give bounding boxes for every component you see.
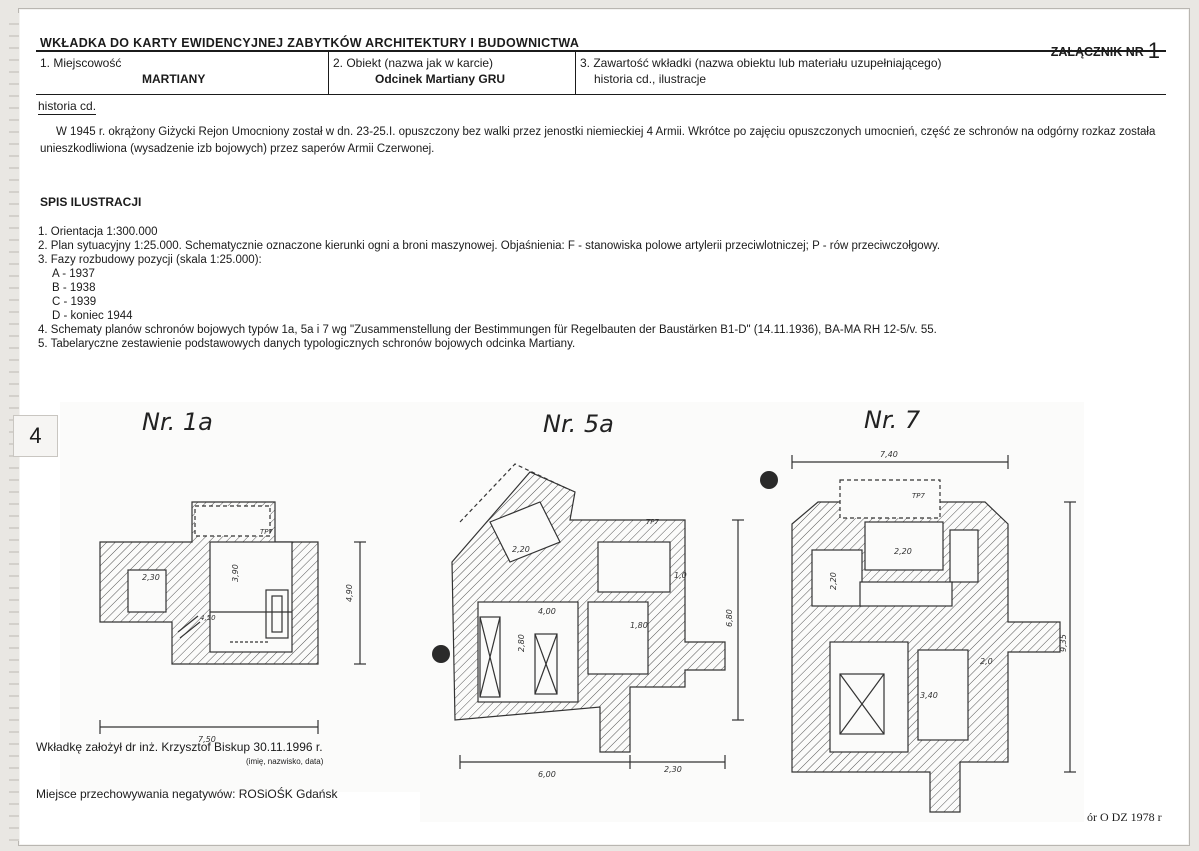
svg-text:TP7: TP7: [260, 528, 273, 536]
plan-5a-title: Nr. 5a: [543, 410, 614, 438]
svg-text:6,80: 6,80: [725, 609, 734, 627]
list-item: 2. Plan sytuacyjny 1:25.000. Schematyczn…: [38, 240, 941, 252]
illustrations-title: SPIS ILUSTRACJI: [40, 195, 142, 209]
svg-text:1,0: 1,0: [674, 571, 687, 580]
founder-note: (imię, nazwisko, data): [246, 757, 324, 766]
plan-1a-plate: Nr. 1a 7,50 4,90 2,30 3,90: [60, 402, 438, 792]
document-header: WKŁADKA DO KARTY EWIDENCYJNEJ ZABYTKÓW A…: [36, 28, 1166, 63]
svg-text:TP7: TP7: [912, 492, 925, 500]
list-item: 4. Schematy planów schronów bojowych typ…: [38, 324, 937, 336]
list-item: 3. Fazy rozbudowy pozycji (skala 1:25.00…: [38, 254, 262, 266]
svg-text:7,40: 7,40: [880, 450, 898, 459]
history-label: historia cd.: [38, 99, 97, 115]
punch-hole: [760, 471, 778, 489]
svg-text:2,30: 2,30: [664, 765, 682, 774]
svg-text:3,40: 3,40: [920, 691, 938, 700]
history-text: W 1945 r. okrążony Giżycki Rejon Umocnio…: [40, 126, 1156, 155]
svg-text:6,00: 6,00: [538, 770, 556, 779]
field-locality: 1. Miejscowość MARTIANY: [36, 52, 329, 94]
svg-text:4,90: 4,90: [345, 584, 354, 602]
list-item: A - 1937: [52, 268, 95, 280]
list-item: 5. Tabelaryczne zestawienie podstawowych…: [38, 338, 576, 350]
list-item: 1. Orientacja 1:300.000: [38, 226, 158, 238]
svg-text:2,80: 2,80: [517, 634, 526, 652]
punch-hole: [432, 645, 450, 663]
illustrations-list: 1. Orientacja 1:300.000 2. Plan sytuacyj…: [38, 225, 1148, 351]
plan-5a-7-plate: Nr. 5a Nr. 7: [420, 402, 1084, 822]
svg-text:2,30: 2,30: [142, 573, 160, 582]
svg-text:TP7: TP7: [646, 518, 659, 526]
plan-1a-drawing: 7,50 4,90 2,30 3,90 4,50 TP7: [99, 501, 366, 744]
svg-text:4,00: 4,00: [538, 607, 556, 616]
field-content: 3. Zawartość wkładki (nazwa obiektu lub …: [580, 56, 942, 86]
negatives-location: Miejsce przechowywania negatywów: ROSiOŚ…: [36, 787, 338, 801]
svg-text:1,80: 1,80: [630, 621, 648, 630]
svg-text:2,20: 2,20: [829, 572, 838, 590]
field-object: 2. Obiekt (nazwa jak w karcie) Odcinek M…: [329, 52, 576, 94]
plan-7-title: Nr. 7: [864, 406, 921, 434]
list-item: C - 1939: [52, 296, 97, 308]
list-item: D - koniec 1944: [52, 310, 133, 322]
founder-line: Wkładkę założył dr inż. Krzysztof Biskup…: [36, 740, 323, 754]
svg-text:9,35: 9,35: [1059, 634, 1068, 652]
svg-text:7,50: 7,50: [198, 735, 216, 744]
figure-number: 4: [13, 415, 58, 457]
svg-text:3,90: 3,90: [231, 564, 240, 582]
source-note: ór O DZ 1978 r: [1087, 810, 1162, 824]
svg-text:2,20: 2,20: [512, 545, 530, 554]
header-fields: 1. Miejscowość MARTIANY 2. Obiekt (nazwa…: [36, 52, 1166, 95]
svg-text:4,50: 4,50: [200, 614, 216, 622]
svg-text:2,20: 2,20: [894, 547, 912, 556]
plan-5a-7-drawing: 6,00 2,30 6,80 2,20 1,0 1,80 2,80 4,00 T…: [451, 450, 1076, 813]
document-title: WKŁADKA DO KARTY EWIDENCYJNEJ ZABYTKÓW A…: [40, 36, 580, 50]
plan-1a-title: Nr. 1a: [142, 408, 213, 436]
list-item: B - 1938: [52, 282, 96, 294]
svg-text:2,0: 2,0: [980, 657, 993, 666]
